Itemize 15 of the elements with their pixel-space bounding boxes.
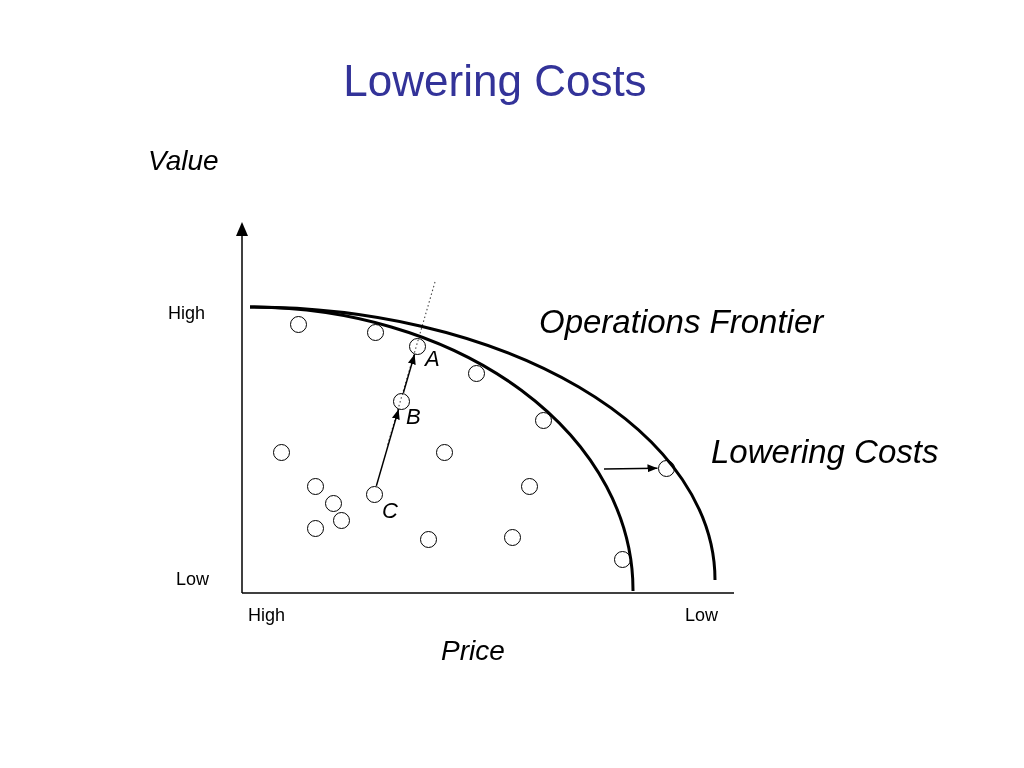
point-label: C	[382, 498, 398, 524]
point-label: A	[425, 346, 440, 372]
arrow	[375, 408, 400, 487]
axis-tick-label: High	[168, 303, 206, 324]
curve-label: Lowering Costs	[711, 433, 939, 471]
axis-title: Value	[148, 145, 219, 178]
arrow	[402, 353, 416, 394]
axis-tick-label: Low	[176, 569, 210, 590]
slide-title: Lowering Costs	[343, 56, 647, 107]
axis-title: Price	[441, 635, 505, 668]
axis-tick-label: High	[248, 605, 286, 626]
point-label: B	[406, 404, 421, 430]
curve-label: Operations Frontier	[539, 303, 824, 341]
axis-tick-label: Low	[685, 605, 719, 626]
arrow	[603, 464, 659, 473]
